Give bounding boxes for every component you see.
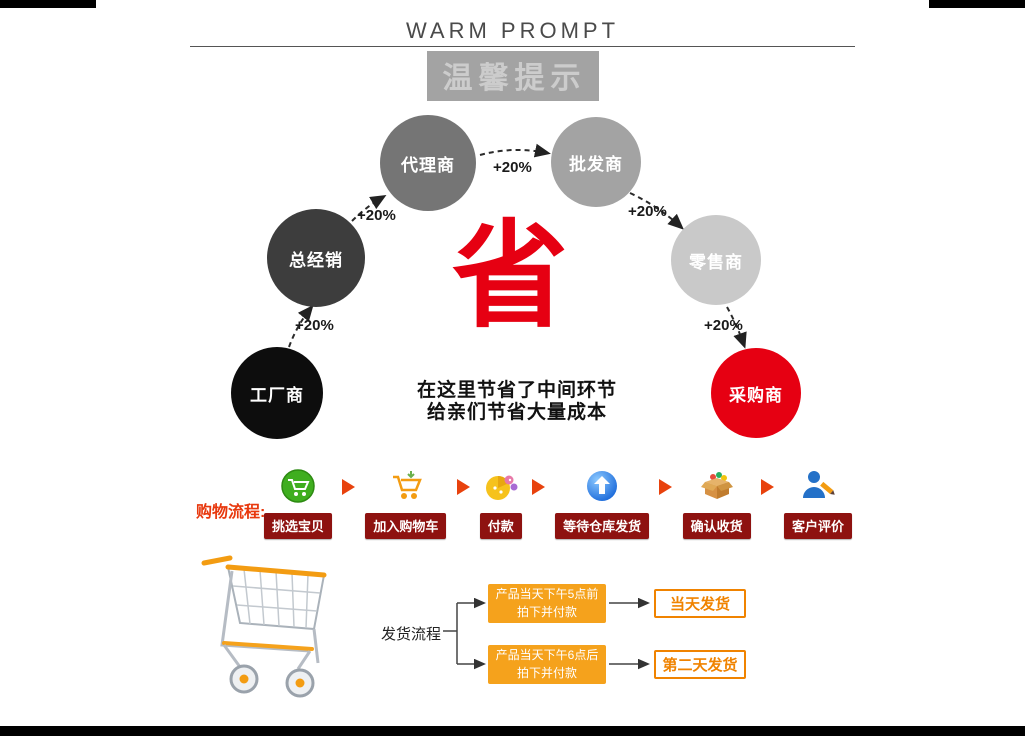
- step-label-payment: 付款: [479, 513, 522, 539]
- condition-line-2: 拍下并付款: [516, 665, 577, 680]
- step-label-confirm-receipt: 确认收货: [682, 513, 751, 539]
- node-label: 采购商: [729, 385, 783, 405]
- payment-icon: [485, 475, 518, 500]
- node-master-distributor: 总经销: [267, 209, 365, 307]
- caption-line-1: 在这里节省了中间环节: [416, 380, 617, 401]
- header-english-title: WARM PROMPT: [405, 18, 620, 43]
- step-customer-review: 客户评价: [783, 468, 852, 539]
- markup-label-3: +20%: [493, 159, 532, 176]
- warehouse-ship-icon: [587, 471, 618, 501]
- header-divider: [190, 46, 855, 47]
- shopping-flow-title: 购物流程:: [196, 504, 266, 521]
- step-wait-warehouse: 等待仓库发货: [555, 468, 650, 539]
- step-label-select-item: 挑选宝贝: [264, 513, 333, 539]
- node-agent: 代理商: [380, 115, 476, 211]
- node-label: 代理商: [401, 155, 455, 175]
- result-label: 第二天发货: [662, 657, 738, 674]
- step-add-to-cart: 加入购物车: [365, 468, 447, 539]
- node-retailer: 零售商: [671, 215, 761, 305]
- node-label: 总经销: [289, 250, 343, 270]
- header-chinese-title: 温馨提示: [426, 51, 599, 101]
- bottom-bar: [0, 726, 1025, 736]
- shipping-result-next-day: 第二天发货: [654, 650, 746, 679]
- arrow-right-icon: [531, 479, 545, 495]
- node-wholesaler: 批发商: [551, 117, 641, 207]
- arrow-right-icon: [456, 479, 470, 495]
- node-label: 工厂商: [250, 385, 304, 405]
- shopping-steps: 挑选宝贝 加入购物车 付款: [264, 468, 852, 539]
- result-label: 当天发货: [669, 596, 730, 613]
- save-character: 省: [452, 211, 568, 341]
- condition-line-1: 产品当天下午5点前: [495, 587, 599, 602]
- condition-line-1: 产品当天下午6点后: [495, 648, 599, 663]
- node-label: 零售商: [689, 252, 743, 272]
- condition-line-2: 拍下并付款: [516, 604, 577, 619]
- top-right-bar: [929, 0, 1025, 8]
- arrow-right-icon: [659, 479, 673, 495]
- arrow-right-icon: [342, 479, 356, 495]
- markup-label-5: +20%: [704, 317, 743, 334]
- add-to-cart-icon: [392, 471, 422, 499]
- step-payment: 付款: [479, 468, 522, 539]
- markup-label-1: +20%: [295, 317, 334, 334]
- markup-label-2: +20%: [357, 207, 396, 224]
- select-item-icon: [281, 469, 315, 503]
- step-label-add-to-cart: 加入购物车: [365, 513, 447, 539]
- arrow-right-icon: [760, 479, 774, 495]
- shopping-cart-illustration: [201, 555, 327, 698]
- confirm-receipt-icon: [700, 472, 733, 499]
- top-left-bar: [0, 0, 96, 8]
- shipping-flow-title: 发货流程: [381, 626, 442, 643]
- node-label: 批发商: [569, 154, 623, 174]
- shipping-condition-after-6pm: 产品当天下午6点后 拍下并付款: [488, 645, 606, 684]
- caption-line-2: 给亲们节省大量成本: [426, 402, 607, 424]
- markup-label-4: +20%: [628, 203, 667, 220]
- step-confirm-receipt: 确认收货: [682, 468, 751, 539]
- customer-review-icon: [802, 471, 835, 498]
- step-label-customer-review: 客户评价: [783, 513, 852, 539]
- node-buyer: 采购商: [711, 348, 801, 438]
- savings-caption: 在这里节省了中间环节 给亲们节省大量成本: [397, 380, 637, 425]
- shipping-condition-before-5pm: 产品当天下午5点前 拍下并付款: [488, 584, 606, 623]
- node-factory: 工厂商: [231, 347, 323, 439]
- step-select-item: 挑选宝贝: [264, 468, 333, 539]
- step-label-wait-warehouse: 等待仓库发货: [555, 513, 650, 539]
- shipping-result-same-day: 当天发货: [654, 589, 746, 618]
